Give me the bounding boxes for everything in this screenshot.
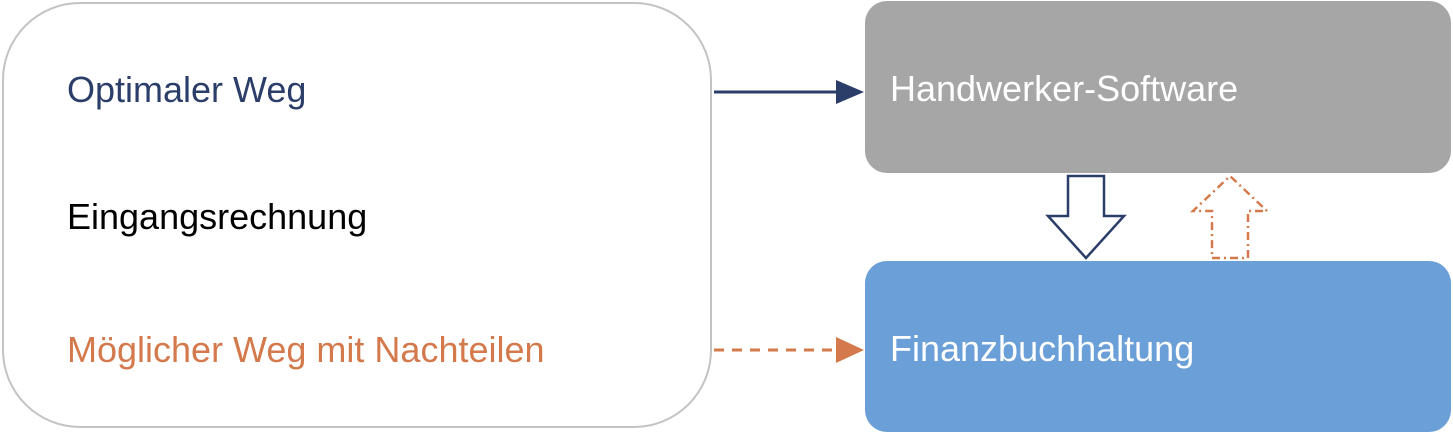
finance-to-software-arrow	[1189, 174, 1271, 260]
craftsman-software-box: Handwerker-Software	[865, 1, 1451, 173]
invoice-routing-panel	[2, 2, 712, 428]
financial-accounting-label: Finanzbuchhaltung	[890, 328, 1195, 369]
incoming-invoice-label: Eingangsrechnung	[67, 196, 368, 237]
possible-path-arrowhead	[836, 337, 864, 363]
optimal-path-arrowhead	[836, 80, 864, 104]
possible-path-label: Möglicher Weg mit Nachteilen	[67, 329, 545, 370]
optimal-path-label: Optimaler Weg	[67, 69, 307, 110]
craftsman-software-label: Handwerker-Software	[890, 68, 1239, 109]
financial-accounting-box: Finanzbuchhaltung	[865, 261, 1451, 432]
software-to-finance-arrow	[1045, 174, 1127, 260]
